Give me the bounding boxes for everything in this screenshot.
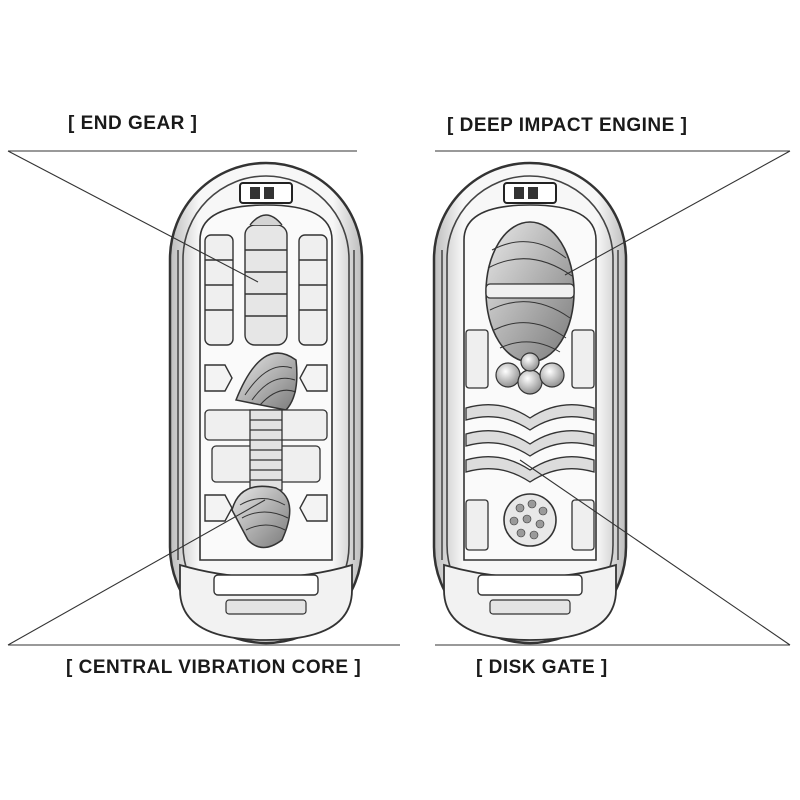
left-top-clip-slot-b [264,187,274,199]
label-end-gear: [ END GEAR ] [68,113,198,134]
right-base-groove [489,599,571,615]
right-device [432,161,628,645]
label-disk-gate: [ DISK GATE ] [476,657,608,678]
label-central-vibration-core: [ CENTRAL VIBRATION CORE ] [66,657,362,678]
right-top-clip-slot-a [514,187,524,199]
right-base-slot [477,574,583,596]
right-disk-gate-blades [465,404,595,483]
right-engine-band [485,283,575,299]
callout-end-gear-pointer [7,150,259,283]
left-top-clip-slot-a [250,187,260,199]
callout-central-core-pointer [7,499,266,646]
callout-disk-gate-pointer [519,459,791,646]
label-deep-impact-engine: [ DEEP IMPACT ENGINE ] [447,115,688,136]
left-central-core [204,409,328,491]
left-twist-upper [234,352,298,411]
callout-lines [7,150,791,646]
left-end-gear [204,214,328,346]
right-side-towers [465,329,595,551]
left-base-groove [225,599,307,615]
callout-deep-impact-pointer [564,150,791,276]
left-hex-blocks [204,364,328,522]
left-device [168,161,364,645]
right-knob-cluster [495,352,565,395]
right-top-clip-slot-b [528,187,538,199]
left-base-slot [213,574,319,596]
